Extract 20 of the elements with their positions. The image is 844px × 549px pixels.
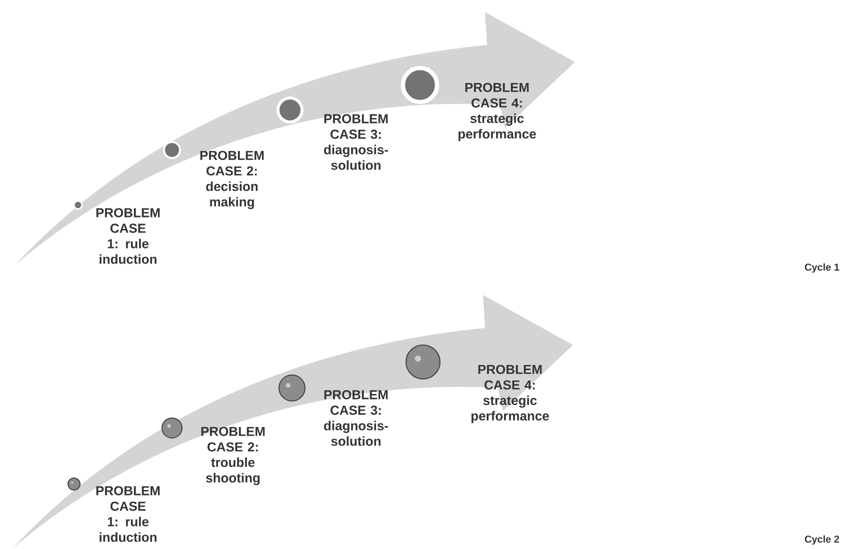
dot <box>73 200 83 210</box>
bubble <box>278 374 306 402</box>
curved-arrow <box>15 12 575 265</box>
case-label: PROBLEM CASE 1: rule induction <box>96 208 160 264</box>
bubble <box>406 344 440 380</box>
dot <box>400 66 440 104</box>
dot <box>276 96 304 124</box>
case-label: PROBLEM CASE 1: rule induction <box>96 486 160 542</box>
case-label: PROBLEM CASE 4: strategic performance <box>472 364 549 424</box>
cycle-label: Cycle 2 <box>804 535 840 545</box>
bubble <box>162 417 182 438</box>
dot <box>163 141 181 159</box>
case-label: PROBLEM CASE 2: trouble shooting <box>201 426 265 486</box>
cycle-label: Cycle 1 <box>804 263 840 273</box>
case-label: PROBLEM CASE 3: diagnosis-solution <box>324 114 388 170</box>
case-label: PROBLEM CASE 4: strategic performance <box>458 82 536 142</box>
case-label: PROBLEM CASE 3: diagnosis-solution <box>324 390 388 446</box>
case-label: PROBLEM CASE 2: decision making <box>200 150 264 210</box>
bubble <box>68 477 80 490</box>
curved-arrow <box>13 295 573 548</box>
